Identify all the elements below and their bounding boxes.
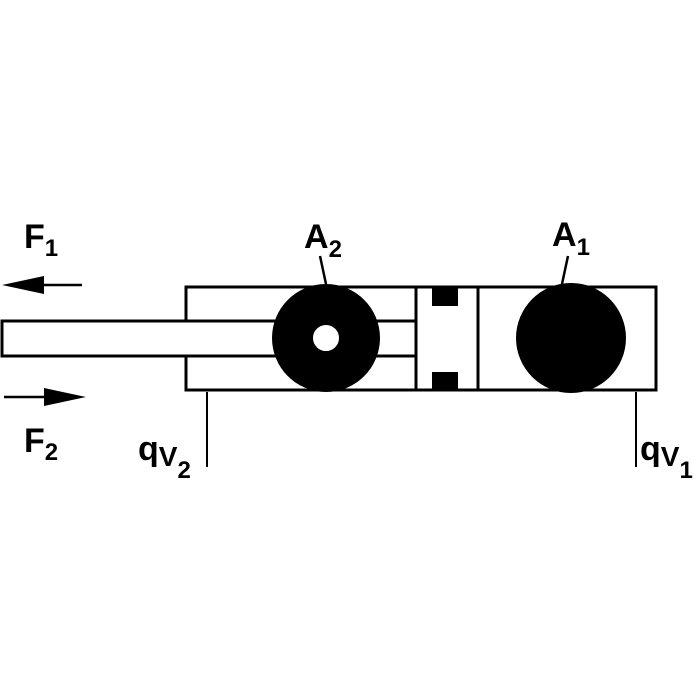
bore-area-a1 — [516, 283, 626, 393]
label-qv2: qV2 — [138, 430, 191, 484]
label-f2: F2 — [24, 422, 59, 466]
arrow-f1 — [2, 276, 82, 294]
arrow-f2 — [4, 388, 86, 406]
label-qv1: qV1 — [640, 430, 693, 484]
label-f1: F1 — [24, 218, 59, 262]
piston-seal-bottom — [432, 372, 458, 389]
label-a2: A2 — [304, 218, 342, 263]
piston-seal-top — [432, 288, 458, 306]
leader-a1 — [560, 255, 570, 285]
leader-a2 — [318, 255, 328, 285]
rod-cross-section — [311, 323, 341, 353]
label-a1: A1 — [552, 216, 590, 261]
